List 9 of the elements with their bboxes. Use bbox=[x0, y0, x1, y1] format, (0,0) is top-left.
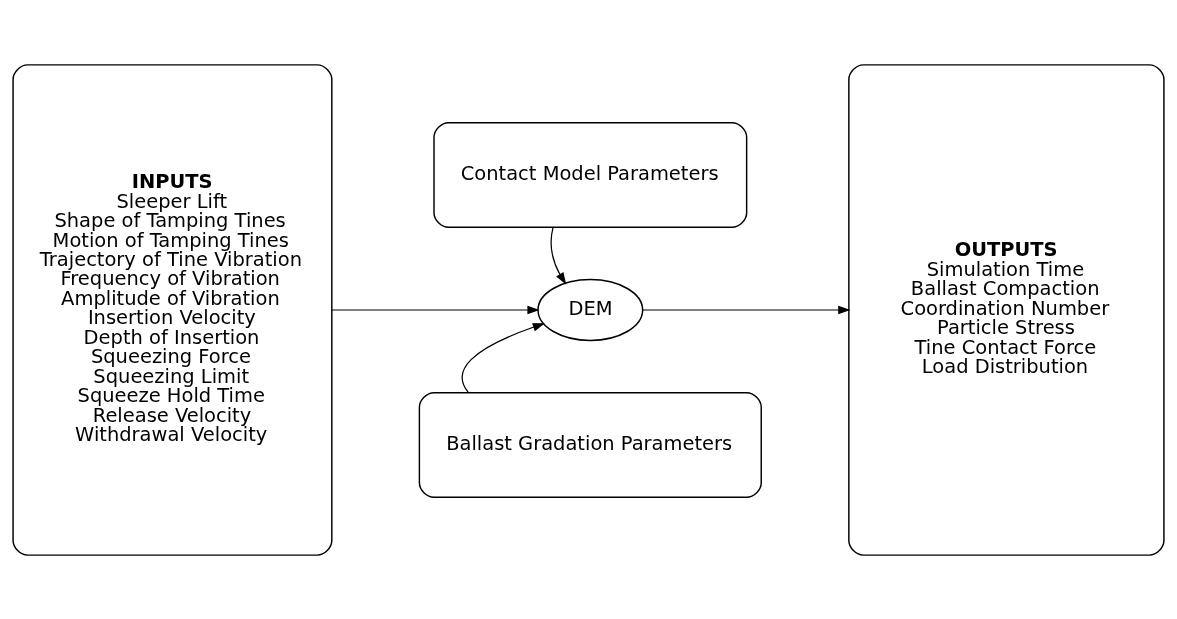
node-box: Ballast Gradation Parameters bbox=[418, 391, 762, 498]
node-box: Contact Model Parameters bbox=[433, 121, 748, 228]
arrow bbox=[461, 322, 545, 393]
node-ellipse: DEM bbox=[537, 278, 644, 341]
arrow bbox=[642, 305, 851, 314]
arrow bbox=[331, 305, 540, 314]
node-box: OUTPUTS Simulation Time Ballast Compaction Coordination Number Particle Stress Tine Contact Force Load Distribution bbox=[848, 63, 1165, 556]
arrow bbox=[550, 226, 567, 285]
node-box: INPUTS Sleeper Lift Shape of Tamping Tines Motion of Tamping Tines Trajectory of Tine Vibration Frequency of Vibration Amplitude of Vibration Insertion Velocity Depth of Insertion Squeezing Force Squeezing Limit Squeeze Hold Time Release Velocity Withdrawal Velocity bbox=[12, 63, 333, 556]
